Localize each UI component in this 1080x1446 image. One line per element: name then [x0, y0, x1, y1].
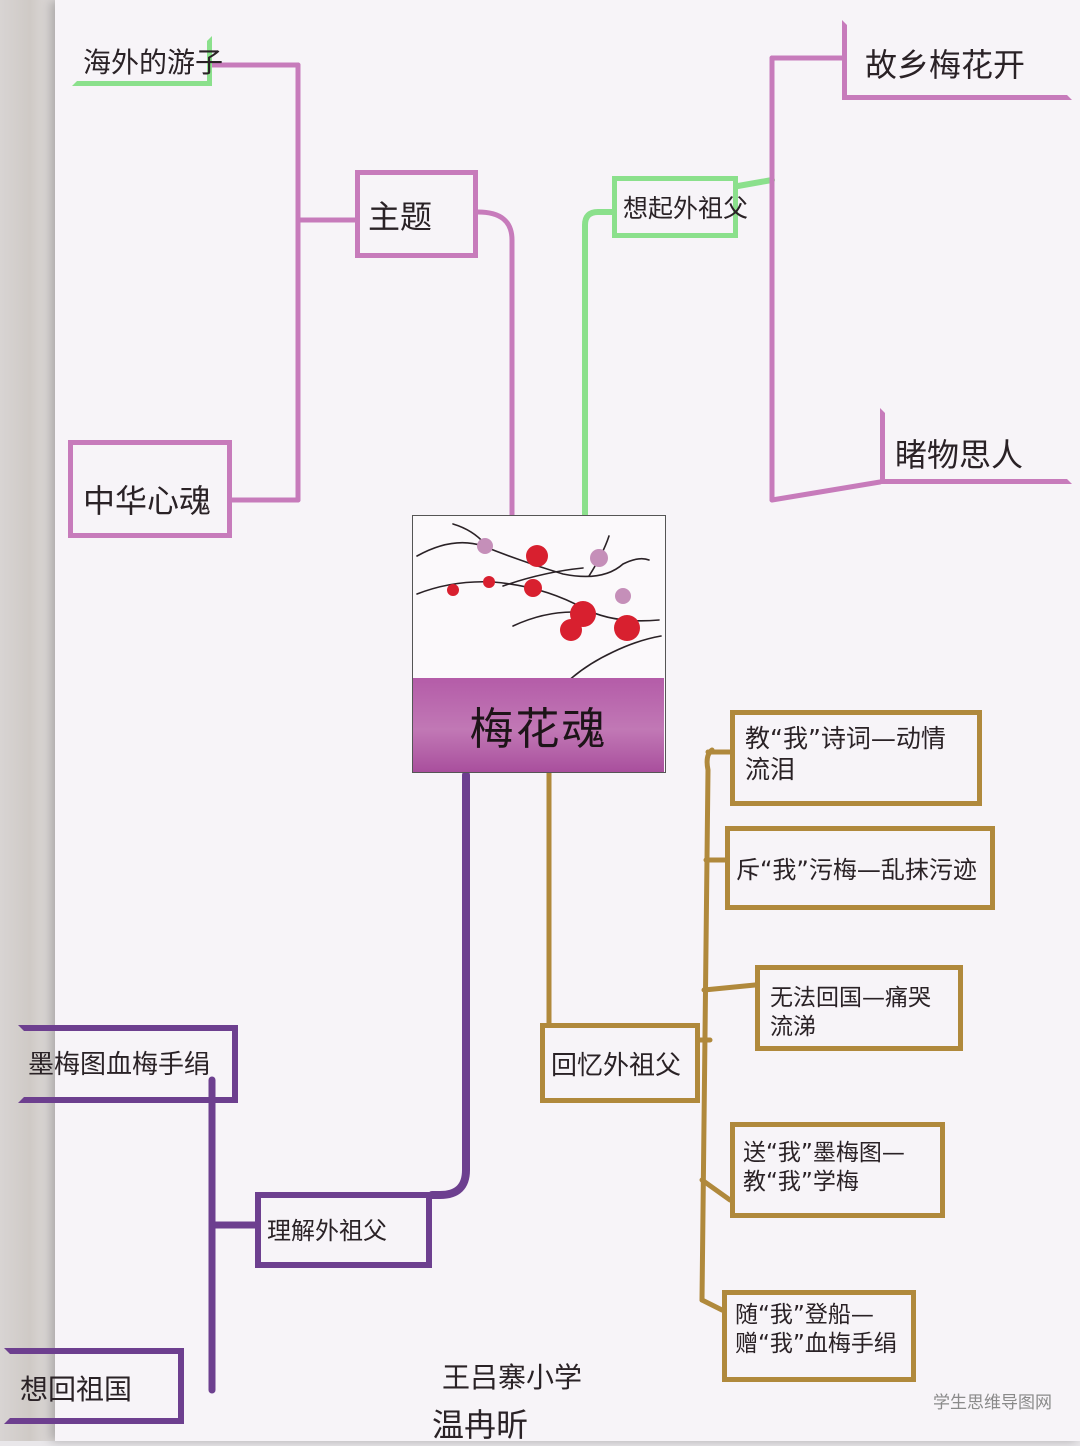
node-mo: 墨梅图血梅手绢	[18, 1025, 238, 1103]
node-song-label: 送“我”墨梅图—教“我”学梅	[743, 1140, 905, 1195]
line-centre-to-lijie	[428, 771, 470, 1199]
node-guxiang-label: 故乡梅花开	[865, 46, 1026, 84]
line-centre-to-xiangqi	[582, 209, 615, 518]
node-chi: 斥“我”污梅—乱抹污迹	[725, 826, 995, 910]
node-haiwai: 海外的游子	[72, 36, 223, 86]
node-sui-label: 随“我”登船—赠“我”血梅手绢	[735, 1302, 897, 1357]
line-trunk-to-duwu	[769, 479, 883, 503]
footer-school: 王吕寨小学	[442, 1361, 583, 1394]
node-lijie-label: 理解外祖父	[267, 1217, 387, 1245]
line-spine-to-sui	[699, 1297, 725, 1313]
node-chi-label: 斥“我”污梅—乱抹污迹	[736, 856, 977, 884]
node-xiangqi: 想起外祖父	[612, 176, 748, 238]
line-xiangqi-to-trunk	[735, 177, 775, 189]
node-zhuti-label: 主题	[368, 198, 433, 236]
node-wufa-label: 无法回国—痛哭流涕	[770, 985, 931, 1040]
node-zhonghua: 中华心魂	[68, 440, 232, 538]
plum-blossom-illustration	[416, 523, 662, 678]
node-sui: 随“我”登船—赠“我”血梅手绢	[722, 1290, 916, 1382]
watermark: 学生思维导图网	[933, 1393, 1052, 1413]
node-guxiang: 故乡梅花开	[842, 20, 1072, 100]
node-xiang: 想回祖国	[4, 1348, 184, 1424]
line-spine-to-song	[699, 1177, 733, 1203]
node-zhuti: 主题	[355, 170, 478, 258]
line-brown-spine	[697, 747, 715, 1303]
node-wufa: 无法回国—痛哭流涕	[755, 965, 963, 1051]
node-duwu: 睹物思人	[880, 408, 1072, 484]
footer-author: 温冉昕	[432, 1406, 529, 1444]
node-jiao-label: 教“我”诗词—动情流泪	[745, 724, 946, 785]
node-jiao: 教“我”诗词—动情流泪	[730, 710, 982, 806]
node-zhonghua-label: 中华心魂	[83, 482, 212, 520]
central-title: 梅花魂	[413, 678, 664, 772]
node-duwu-label: 睹物思人	[895, 436, 1024, 474]
line-spine-to-wufa	[701, 982, 758, 993]
node-song: 送“我”墨梅图—教“我”学梅	[730, 1122, 945, 1218]
node-xiangqi-label: 想起外祖父	[623, 194, 749, 223]
blossom-flowers	[447, 538, 640, 641]
node-mo-label: 墨梅图血梅手绢	[28, 1050, 211, 1080]
central-node: 梅花魂	[412, 515, 666, 773]
node-huiyi: 回忆外祖父	[540, 1023, 700, 1103]
line-zhuti-to-centre	[475, 209, 515, 518]
node-haiwai-label: 海外的游子	[83, 46, 224, 79]
node-xiang-label: 想回祖国	[20, 1373, 133, 1406]
node-lijie: 理解外祖父	[255, 1192, 432, 1268]
node-huiyi-label: 回忆外祖父	[551, 1051, 682, 1081]
